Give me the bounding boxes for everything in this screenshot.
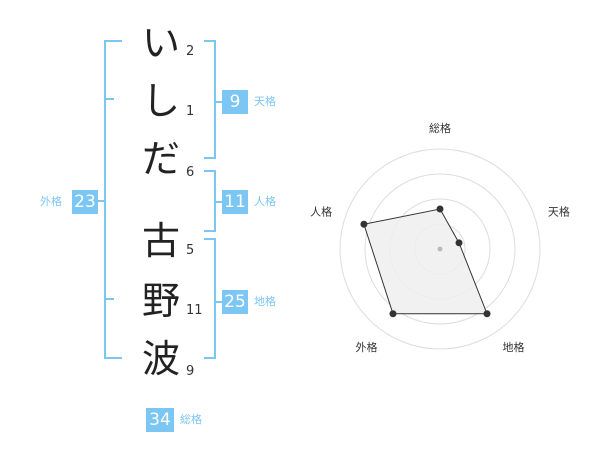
gaikaku-connector (96, 200, 105, 202)
gaikaku-bracket-bottom (104, 357, 122, 359)
radar-point-0 (436, 205, 444, 213)
stroke-count-2: 1 (186, 104, 195, 119)
name-char-6: 波 (141, 337, 180, 381)
gaikaku-bracket-top (104, 40, 122, 42)
radar-axis-label-3: 外格 (356, 340, 378, 354)
soukaku-score-badge: 34 (146, 408, 174, 432)
jinkaku-bracket-top (204, 170, 216, 172)
tenkaku-bracket-top (204, 40, 216, 42)
stroke-count-5: 11 (186, 303, 203, 318)
stroke-count-6: 9 (186, 364, 195, 379)
radar-ring-4 (339, 148, 541, 350)
jinkaku-connector (214, 201, 222, 203)
stroke-count-1: 2 (186, 44, 195, 59)
jinkaku-bracket-bottom (204, 230, 216, 232)
radar-point-1 (455, 239, 463, 247)
chikaku-bracket-vertical (214, 238, 216, 359)
radar-point-3 (389, 310, 397, 318)
name-char-2: し (141, 79, 180, 123)
chikaku-label: 地格 (254, 295, 276, 308)
name-char-4: 古 (141, 219, 180, 263)
stroke-count-3: 6 (186, 165, 195, 180)
gaikaku-tick-1 (104, 98, 114, 100)
radar-axis-label-0: 総格 (429, 121, 451, 135)
tenkaku-bracket-vertical (214, 40, 216, 159)
stroke-count-4: 5 (186, 243, 195, 258)
gaikaku-tick-2 (104, 298, 114, 300)
radar-center-dot (437, 246, 443, 252)
chikaku-score-badge: 25 (222, 290, 248, 314)
tenkaku-bracket-bottom (204, 157, 216, 159)
name-char-1: い (141, 21, 180, 65)
chikaku-bracket-bottom (204, 357, 216, 359)
jinkaku-label: 人格 (254, 195, 276, 208)
tenkaku-score-badge: 9 (222, 90, 248, 114)
radar-ring-3 (364, 173, 516, 325)
radar-axis-label-2: 地格 (502, 340, 524, 354)
chikaku-bracket-top (204, 238, 216, 240)
radar-polygon (363, 208, 488, 315)
gaikaku-label: 外格 (40, 195, 62, 208)
tenkaku-connector (214, 101, 222, 103)
gaikaku-bracket-vertical (104, 40, 106, 359)
radar-point-4 (360, 220, 368, 228)
jinkaku-score-badge: 11 (222, 190, 248, 214)
radar-axis-label-1: 天格 (548, 205, 570, 219)
tenkaku-label: 天格 (254, 95, 276, 108)
chikaku-connector (214, 301, 222, 303)
gaikaku-score-badge: 23 (72, 190, 98, 214)
name-char-5: 野 (141, 279, 180, 323)
soukaku-label: 総格 (180, 413, 202, 426)
radar-point-2 (483, 310, 491, 318)
radar-axis-label-4: 人格 (310, 205, 332, 219)
name-char-3: だ (141, 137, 180, 181)
